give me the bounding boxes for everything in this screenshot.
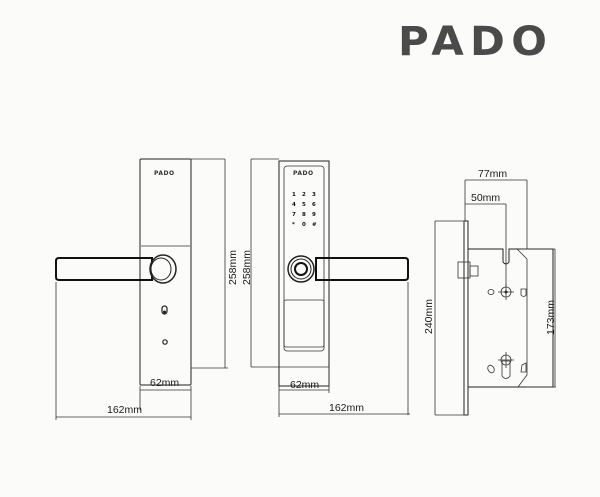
svg-text:6: 6 xyxy=(312,202,316,208)
mortise-lock-body xyxy=(434,179,556,416)
front-view-lock: PADO 1 2 3 4 5 6 7 8 9 * 0 # xyxy=(250,158,410,417)
faceplate-height-label: 240mm xyxy=(423,299,435,334)
back-total-width-label: 162mm xyxy=(107,404,142,416)
svg-text:9: 9 xyxy=(312,212,316,218)
body-height-label: 173mm xyxy=(545,300,557,335)
front-height-label: 258mm xyxy=(241,250,253,285)
spindle-hole-icon xyxy=(487,284,527,300)
svg-text:1: 1 xyxy=(292,192,296,198)
back-plate-logo: PADO xyxy=(154,170,175,177)
back-handle xyxy=(55,254,177,284)
svg-text:*: * xyxy=(292,222,295,228)
key-cylinder-icon xyxy=(161,305,168,315)
screw-hole xyxy=(162,339,168,345)
svg-text:0: 0 xyxy=(302,222,306,228)
back-view-lock: PADO xyxy=(55,158,228,420)
keypad: 1 2 3 4 5 6 7 8 9 * 0 # xyxy=(292,192,317,228)
cylinder-hole-icon xyxy=(487,352,527,379)
svg-text:5: 5 xyxy=(302,202,306,208)
front-plate-logo: PADO xyxy=(293,170,314,177)
backset-total-label: 77mm xyxy=(478,168,507,180)
mortise-body xyxy=(467,248,554,388)
svg-text:8: 8 xyxy=(302,212,306,218)
front-plate-width-label: 62mm xyxy=(290,379,319,391)
fingerprint-sensor-icon xyxy=(294,262,308,276)
backset-label: 50mm xyxy=(471,192,500,204)
svg-text:3: 3 xyxy=(312,192,316,198)
front-plate xyxy=(278,160,330,387)
svg-text:2: 2 xyxy=(302,192,306,198)
back-height-label: 258mm xyxy=(227,250,239,285)
faceplate xyxy=(463,220,469,416)
front-handle xyxy=(287,255,409,283)
back-plate-width-label: 62mm xyxy=(150,377,179,389)
front-total-width-label: 162mm xyxy=(329,402,364,414)
svg-text:4: 4 xyxy=(292,202,296,208)
svg-text:7: 7 xyxy=(292,212,296,218)
svg-text:#: # xyxy=(312,222,317,228)
brand-logo: PADO xyxy=(398,19,554,65)
back-plate xyxy=(139,158,192,386)
